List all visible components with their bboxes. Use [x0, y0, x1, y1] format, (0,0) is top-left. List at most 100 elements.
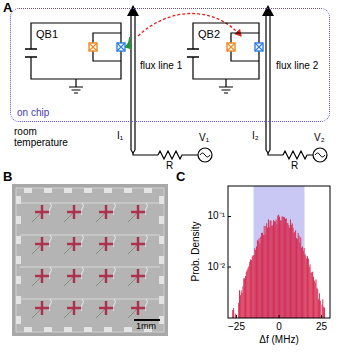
chip-feature [20, 203, 160, 204]
histogram-bar [293, 233, 295, 318]
chip-feature [159, 296, 164, 304]
chip-feature [12, 184, 168, 336]
histogram-bar [263, 226, 265, 318]
chip-feature [16, 188, 164, 332]
direct-coupling-arrow [125, 37, 130, 47]
histogram-bar [292, 228, 294, 318]
histogram-bar [278, 215, 280, 318]
chip-feature [128, 276, 138, 286]
histogram-bar [322, 299, 324, 318]
chip-feature [64, 212, 74, 222]
histogram-bar [286, 223, 288, 318]
chip-feature [16, 296, 21, 304]
qubit-cross [99, 205, 113, 219]
resistor-symbol [158, 151, 198, 159]
chip-feature [24, 188, 32, 193]
axis-title: Prob. Density [190, 207, 201, 297]
flux-line-arrowhead [262, 5, 274, 16]
chip-feature [20, 235, 160, 236]
histogram-bars [232, 215, 325, 318]
chip-feature [64, 188, 72, 193]
histogram-bar [317, 289, 319, 318]
chip-feature [64, 308, 74, 318]
histogram-bar [323, 307, 325, 318]
tick-label: 25 [307, 321, 337, 332]
histogram-bar [291, 223, 293, 318]
chip-feature [128, 244, 138, 254]
chip-feature [64, 327, 72, 332]
flux-line-label: flux line 1 [140, 60, 188, 71]
tick-label: −25 [222, 321, 252, 332]
resistor-label: R [166, 160, 173, 171]
qubit-cross [67, 205, 81, 219]
qubit-cross [67, 237, 81, 251]
region-label: on chip [17, 107, 49, 118]
qubit-cross [99, 237, 113, 251]
chip-feature [64, 276, 74, 286]
histogram-bar [279, 217, 281, 318]
histogram-bar [298, 236, 300, 318]
histogram-bar [316, 288, 318, 318]
chip-feature [16, 256, 21, 264]
histogram-bar [313, 281, 315, 318]
histogram-bar [239, 290, 241, 318]
chip-feature [64, 244, 74, 254]
histogram-bar [300, 237, 302, 318]
qubit-box: QB1 [31, 23, 121, 79]
qubit-cross [35, 205, 49, 219]
histogram-bar [252, 255, 254, 318]
histogram-bar [277, 216, 279, 318]
histogram-bar [318, 293, 320, 318]
histogram-bar [256, 240, 258, 318]
histogram-bar [283, 217, 285, 318]
histogram-bar [310, 273, 312, 318]
current-label: I₂ [252, 130, 259, 141]
qubit-label: QB1 [36, 28, 58, 40]
region-label: room temperature [14, 126, 86, 148]
histogram-bar [305, 256, 307, 318]
histogram-bar [284, 217, 286, 318]
histogram-bar [275, 219, 277, 318]
chip-feature [84, 188, 92, 193]
chip-feature [32, 244, 42, 254]
chip-feature [96, 276, 106, 286]
qubit-cross [131, 301, 145, 315]
histogram-bar [304, 254, 306, 318]
source-wave [315, 153, 325, 157]
flux-line-arrowhead [127, 5, 139, 16]
histogram-bar [279, 220, 281, 318]
histogram-bar [311, 272, 313, 318]
chip-feature [159, 236, 164, 244]
histogram-bar [269, 220, 271, 318]
chip-feature [124, 188, 132, 193]
histogram-bar [270, 221, 272, 318]
histogram-bar [261, 233, 263, 318]
chip-feature [159, 276, 164, 284]
chip-feature [32, 212, 42, 222]
chip-feature [20, 267, 160, 268]
panel-letter: C [176, 170, 185, 184]
chip-feature [144, 188, 152, 193]
chip-feature [24, 327, 32, 332]
chip-feature [44, 188, 52, 193]
histogram-bar [273, 221, 275, 318]
histogram-bar [309, 264, 311, 318]
chip-feature [104, 188, 112, 193]
histogram-bar [281, 217, 283, 318]
current-label: I₁ [117, 130, 123, 141]
chip-feature [16, 276, 21, 284]
histogram-bar [297, 233, 299, 318]
histogram-bar [262, 233, 264, 318]
chip-feature [96, 308, 106, 318]
histogram-bar [313, 277, 315, 318]
chip-feature [104, 327, 112, 332]
histogram-bar [234, 313, 236, 318]
chip-feature [20, 299, 160, 300]
chip-feature [32, 276, 42, 286]
flux-line [131, 15, 158, 155]
qubit-cross [99, 269, 113, 283]
panel-letter: B [3, 170, 12, 184]
voltage-label: V₂ [314, 132, 325, 143]
